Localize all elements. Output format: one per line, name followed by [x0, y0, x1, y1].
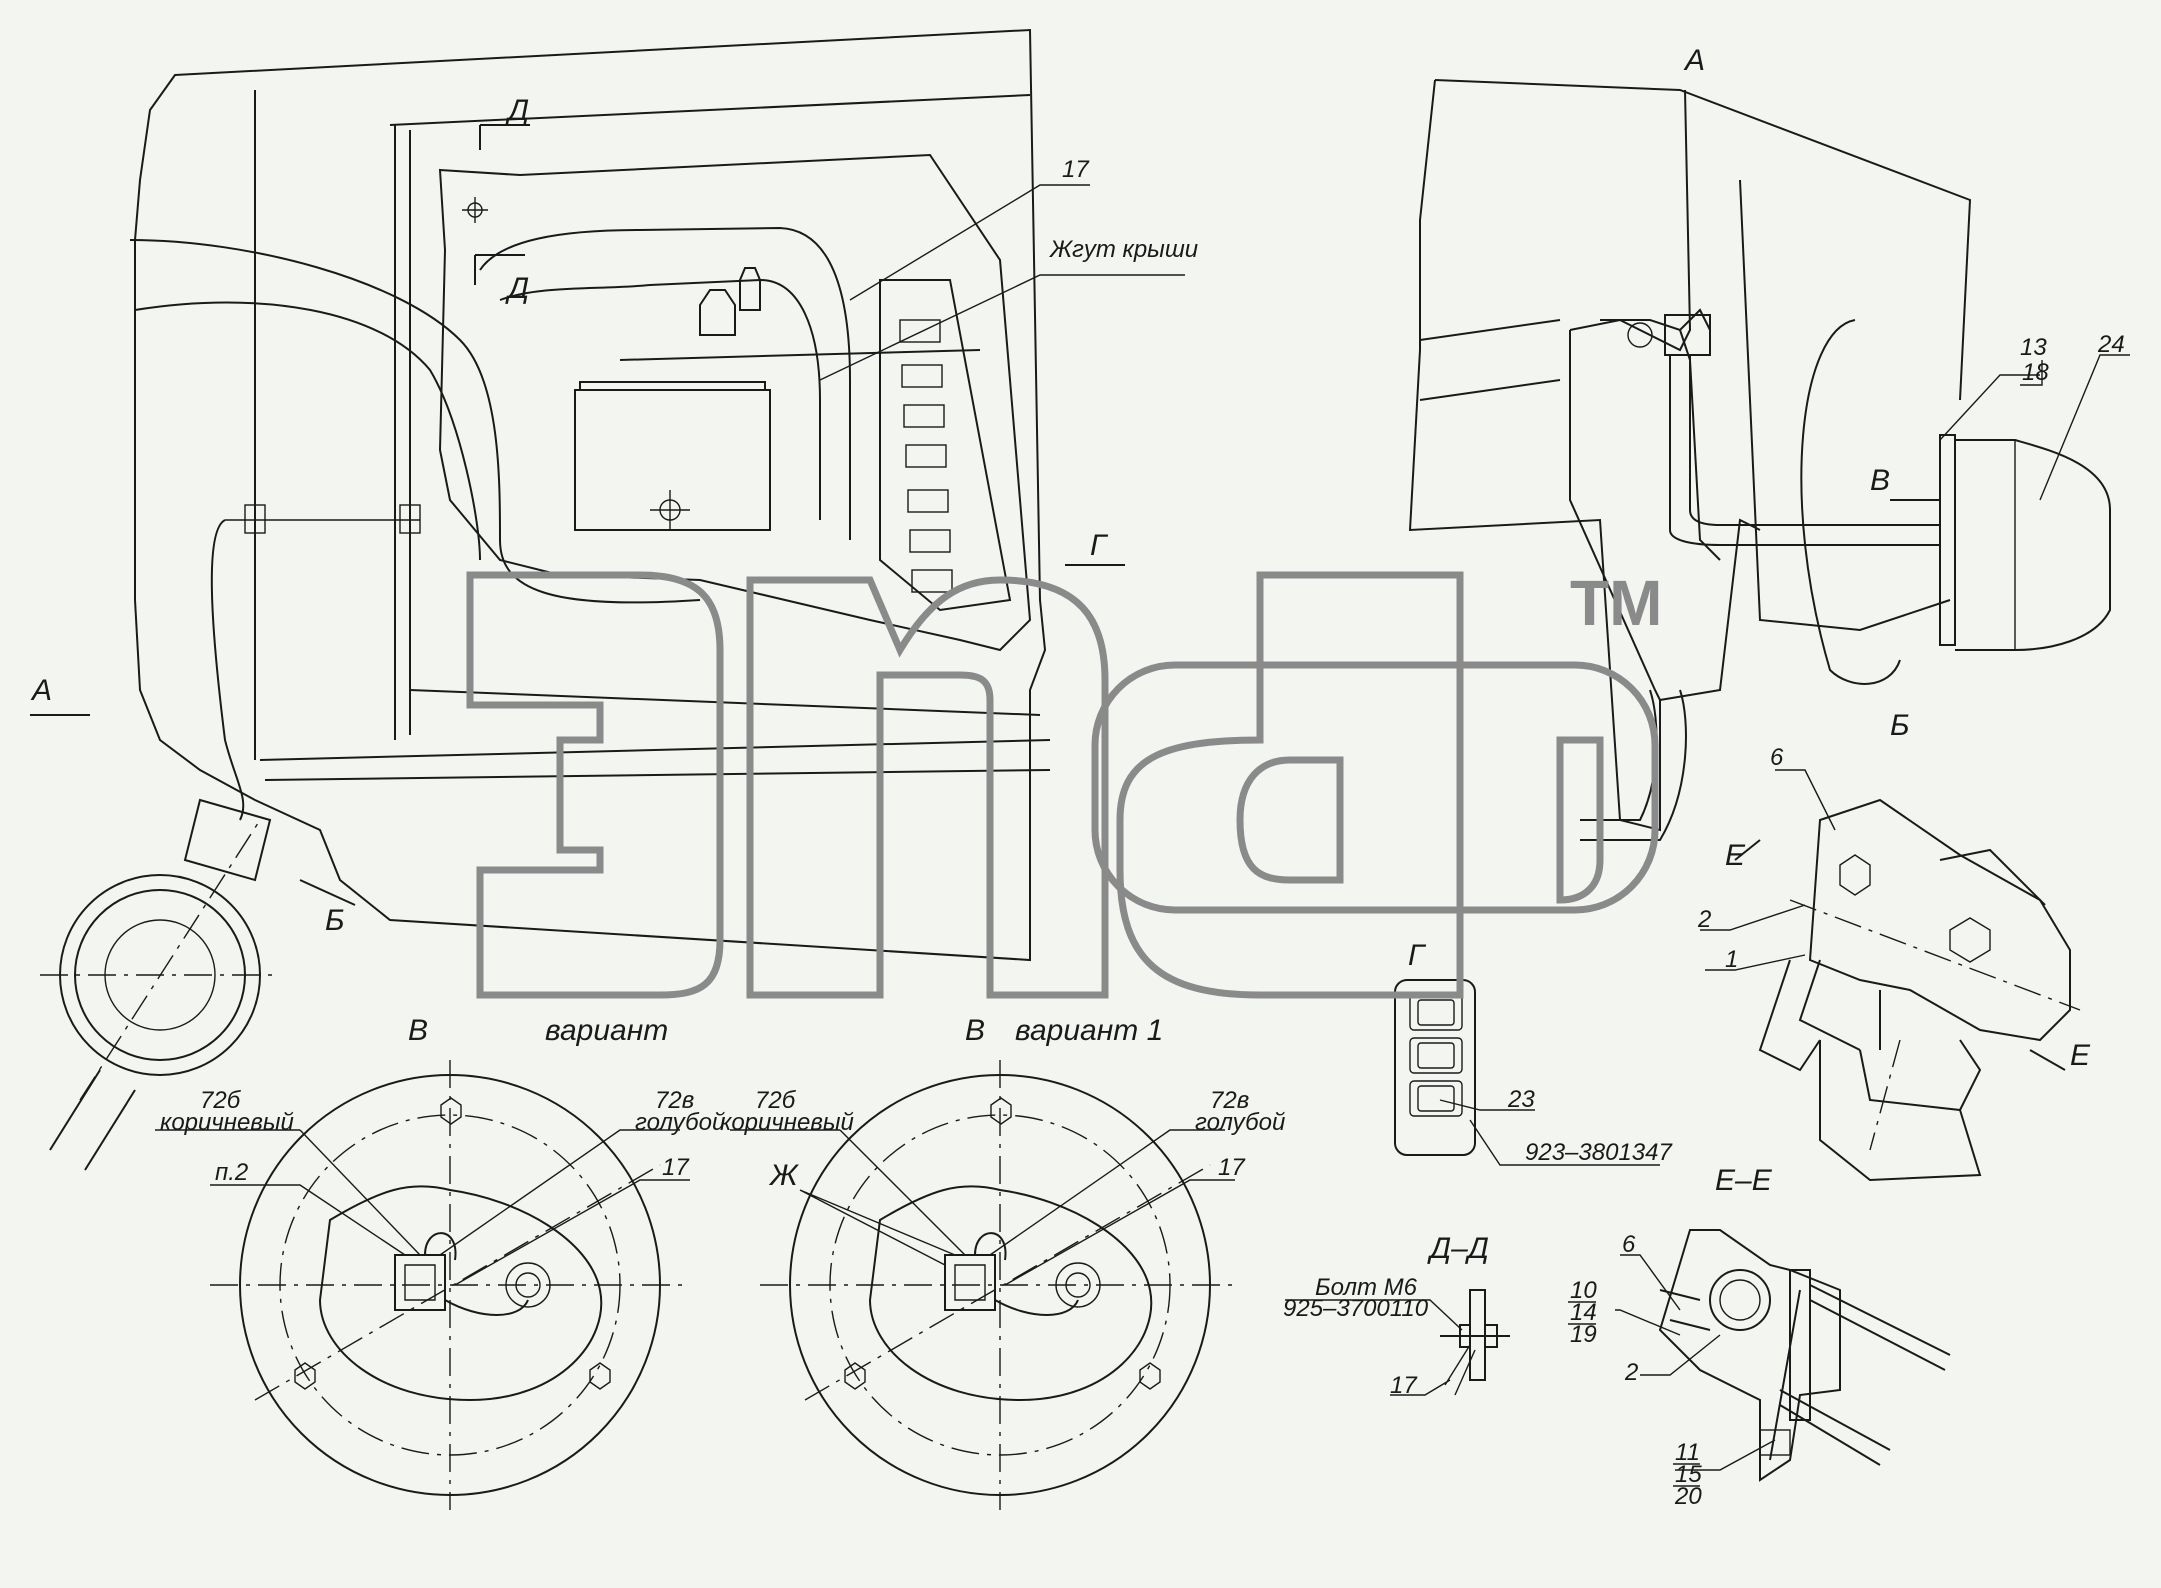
variant-v-title: вариант [545, 1014, 668, 1047]
arrow-a-label: А [30, 674, 52, 707]
item-15: 15 [1675, 1461, 1702, 1488]
v2-wire-72v: 72в [1210, 1087, 1249, 1114]
zh-label: Ж [768, 1159, 799, 1192]
bolt-m6-label: Болт М6 [1315, 1274, 1418, 1301]
item-19: 19 [1570, 1321, 1597, 1348]
part-925: 925–3700110 [1283, 1295, 1429, 1322]
view-a-title: А [1683, 44, 1705, 77]
watermark-logo: TM [466, 567, 1662, 999]
view-b-title: Б [1890, 709, 1910, 742]
view-a [1408, 79, 2111, 841]
item-11: 11 [1675, 1439, 1700, 1466]
item-10: 10 [1570, 1277, 1597, 1304]
section-ee-title: Е–Е [1715, 1164, 1773, 1197]
item-6-ee: 6 [1622, 1231, 1636, 1258]
view-b-leaders [1700, 769, 1836, 971]
cab-roof-view [30, 28, 1125, 1171]
item-20: 20 [1674, 1483, 1702, 1510]
section-ee [1615, 1229, 1951, 1482]
e-bottom-label: Е [2070, 1039, 2091, 1072]
section-d-top-label: Д [505, 94, 529, 127]
item-13: 13 [2020, 334, 2047, 361]
item-17-top: 17 [1062, 156, 1090, 183]
text-labels: А А Б Г Д Д В Б Г Д–Д Е–Е Е Е Ж 17 Жгут … [30, 44, 2125, 1510]
arrow-g-label: Г [1090, 529, 1109, 562]
section-dd [1285, 1289, 1510, 1396]
v2-item-17: 17 [1218, 1154, 1246, 1181]
v1-item-17: 17 [662, 1154, 690, 1181]
round-lamp-left [40, 819, 280, 1171]
variant-v-letter: В [408, 1014, 428, 1047]
v2-brown-label: коричневый [720, 1109, 854, 1136]
v1-p2-label: п.2 [215, 1159, 248, 1186]
item-18: 18 [2022, 359, 2049, 386]
item-24: 24 [2097, 331, 2125, 358]
item-17-dd: 17 [1390, 1372, 1418, 1399]
view-g-title: Г [1408, 939, 1427, 972]
variant-v1-title: вариант 1 [1015, 1014, 1163, 1047]
roof-harness-label: Жгут крыши [1049, 236, 1198, 263]
item-2-b: 2 [1697, 906, 1711, 933]
section-d-bottom-label: Д [505, 272, 529, 305]
v2-wire-72b: 72б [755, 1087, 797, 1114]
item-14: 14 [1570, 1299, 1597, 1326]
v1-wire-72v: 72в [655, 1087, 694, 1114]
leader-lines [819, 184, 1185, 381]
section-dd-title: Д–Д [1427, 1232, 1489, 1265]
part-923: 923–3801347 [1525, 1139, 1673, 1166]
v1-blue-label: голубой [635, 1109, 725, 1136]
view-g-panel [1394, 979, 1660, 1166]
view-a-leaders [1939, 354, 2130, 501]
v1-brown-label: коричневый [160, 1109, 294, 1136]
item-23: 23 [1507, 1086, 1535, 1113]
arrow-b-label: Б [325, 904, 345, 937]
v1-wire-72b: 72б [200, 1087, 242, 1114]
item-6-b: 6 [1770, 744, 1784, 771]
item-1-b: 1 [1725, 946, 1738, 973]
variant-v-lamp [155, 1060, 690, 1510]
view-b-bracket [1734, 798, 2081, 1182]
arrow-v-label: В [1870, 464, 1890, 497]
variant-v1-lamp [730, 1060, 1240, 1510]
trademark-mark: TM [1570, 567, 1662, 639]
v2-blue-label: голубой [1195, 1109, 1285, 1136]
variant-v1-letter: В [965, 1014, 985, 1047]
e-top-label: Е [1725, 839, 1746, 872]
switch-stack [899, 319, 953, 593]
item-2-ee: 2 [1624, 1359, 1638, 1386]
